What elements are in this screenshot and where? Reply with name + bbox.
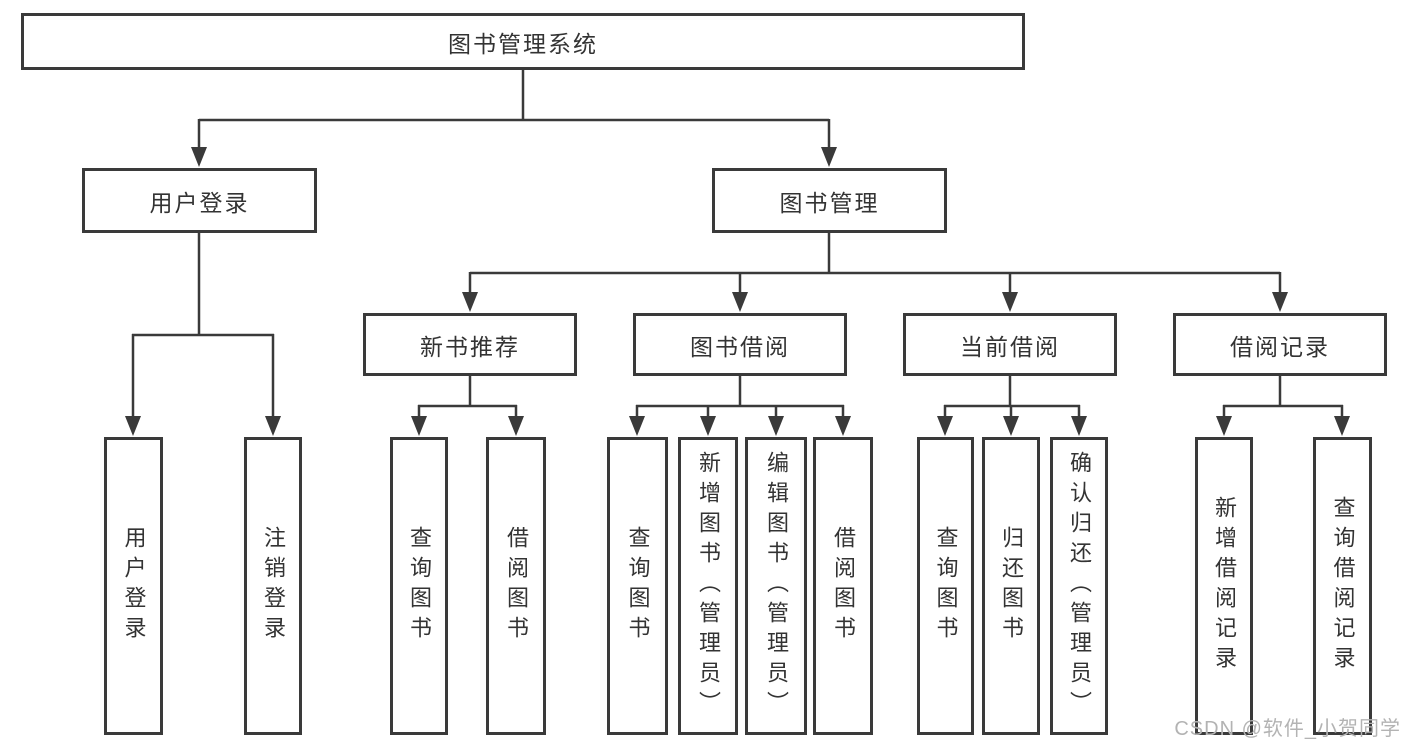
node-leaf-return-books: 归还图书 [982, 437, 1040, 735]
node-label: 编辑图书（管理员） [764, 451, 789, 721]
node-label: 图书借阅 [690, 333, 790, 360]
node-label: 新增借阅记录 [1212, 496, 1237, 676]
node-label: 图书管理系统 [448, 30, 598, 57]
node-label: 用户登录 [149, 189, 250, 216]
node-leaf-confirm-return-admin: 确认归还（管理员） [1050, 437, 1108, 735]
node-label: 查询图书 [933, 526, 959, 646]
node-current-borrow: 当前借阅 [903, 313, 1117, 376]
node-label: 查询图书 [407, 526, 432, 646]
node-label: 借阅图书 [831, 526, 856, 646]
node-borrow-records: 借阅记录 [1173, 313, 1387, 376]
node-label: 借阅图书 [504, 526, 529, 646]
node-label: 新书推荐 [420, 333, 520, 360]
node-leaf-add-book-admin: 新增图书（管理员） [678, 437, 738, 735]
node-label: 当前借阅 [960, 333, 1060, 360]
node-leaf-borrow-books-recommend: 借阅图书 [486, 437, 546, 735]
node-label: 用户登录 [121, 526, 147, 646]
node-leaf-user-login: 用户登录 [104, 437, 163, 735]
node-book-management: 图书管理 [712, 168, 947, 233]
node-leaf-search-borrow-record: 查询借阅记录 [1313, 437, 1372, 735]
node-label: 查询借阅记录 [1330, 496, 1356, 676]
node-label: 确认归还（管理员） [1067, 451, 1092, 721]
node-label: 归还图书 [999, 526, 1024, 646]
node-leaf-search-books-current: 查询图书 [917, 437, 974, 735]
node-user-login: 用户登录 [82, 168, 317, 233]
node-label: 注销登录 [261, 526, 286, 646]
node-system-root: 图书管理系统 [21, 13, 1025, 70]
node-book-borrow: 图书借阅 [633, 313, 847, 376]
node-new-book-recommend: 新书推荐 [363, 313, 577, 376]
node-label: 查询图书 [625, 526, 651, 646]
node-label: 新增图书（管理员） [696, 451, 721, 721]
node-leaf-edit-book-admin: 编辑图书（管理员） [745, 437, 807, 735]
node-label: 借阅记录 [1230, 333, 1330, 360]
node-leaf-add-borrow-record: 新增借阅记录 [1195, 437, 1253, 735]
node-leaf-search-books-borrow: 查询图书 [607, 437, 668, 735]
node-leaf-search-books-recommend: 查询图书 [390, 437, 448, 735]
csdn-watermark: CSDN @软件_小贺同学 [1174, 718, 1401, 740]
node-leaf-logout: 注销登录 [244, 437, 302, 735]
node-label: 图书管理 [779, 189, 880, 216]
node-leaf-borrow-books: 借阅图书 [813, 437, 873, 735]
